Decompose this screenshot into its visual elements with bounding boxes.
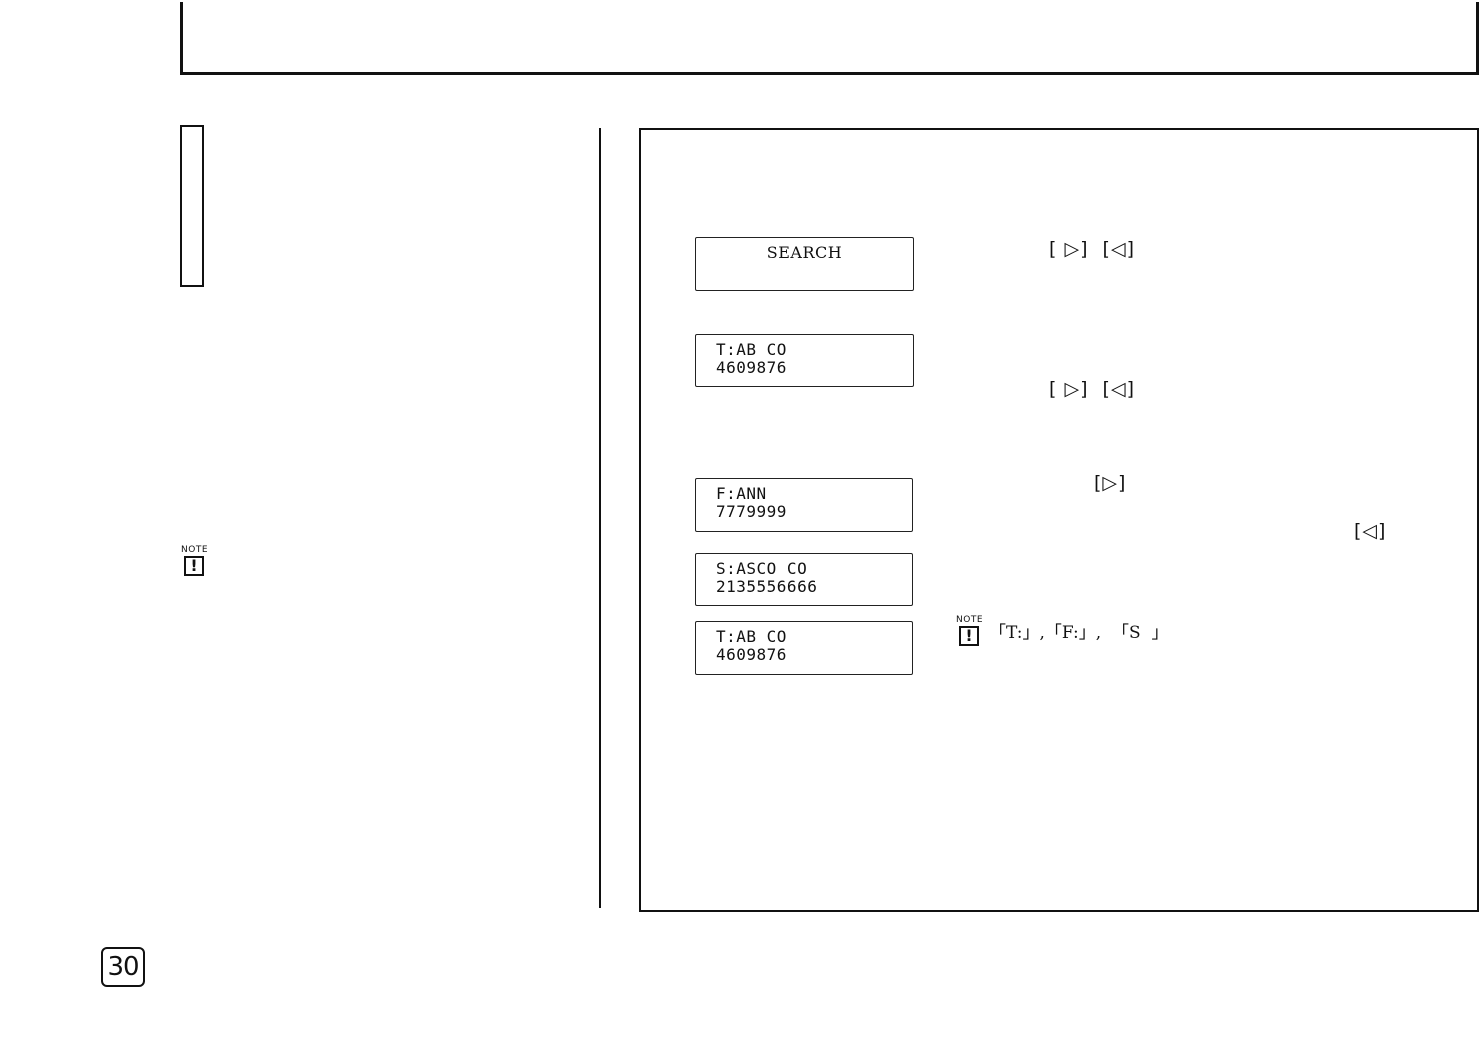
side-bracket (180, 125, 204, 287)
exclamation-icon: ! (184, 556, 204, 576)
key-ref-next: [▷] (1094, 472, 1127, 494)
lcd-line-2: 2135556666 (716, 577, 818, 596)
lcd-line-2: 4609876 (716, 358, 787, 377)
key-ref-step2: [ ▷] [◁] (1049, 378, 1135, 400)
lcd-display-tel-return: T:AB CO 4609876 (695, 621, 913, 675)
header-box (180, 2, 1479, 75)
note-label: NOTE (181, 545, 209, 555)
lcd-display-fax: F:ANN 7779999 (695, 478, 913, 532)
lcd-line-2: 4609876 (716, 645, 787, 664)
column-rule (599, 128, 601, 908)
lcd-line-1: F:ANN (716, 484, 767, 503)
note-label: NOTE (956, 615, 984, 625)
lcd-line-1: T:AB CO (716, 340, 787, 359)
note-codes: 「T:」,「F:」, 「S 」 (989, 623, 1169, 643)
key-ref-step1: [ ▷] [◁] (1049, 238, 1135, 260)
page-number: 30 (101, 947, 145, 987)
lcd-line-1: T:AB CO (716, 627, 787, 646)
main-panel (639, 128, 1479, 912)
note-marker-right: NOTE ! (956, 615, 984, 646)
lcd-display-search: SEARCH (695, 237, 914, 291)
lcd-line-1: SEARCH (766, 243, 843, 262)
lcd-display-speed: S:ASCO CO 2135556666 (695, 553, 913, 606)
lcd-line-1: S:ASCO CO (716, 559, 808, 578)
exclamation-icon: ! (959, 626, 979, 646)
lcd-line-2: 7779999 (716, 502, 787, 521)
lcd-display-tel: T:AB CO 4609876 (695, 334, 914, 387)
note-marker-left: NOTE ! (181, 545, 209, 576)
key-ref-prev: [◁] (1354, 520, 1387, 542)
